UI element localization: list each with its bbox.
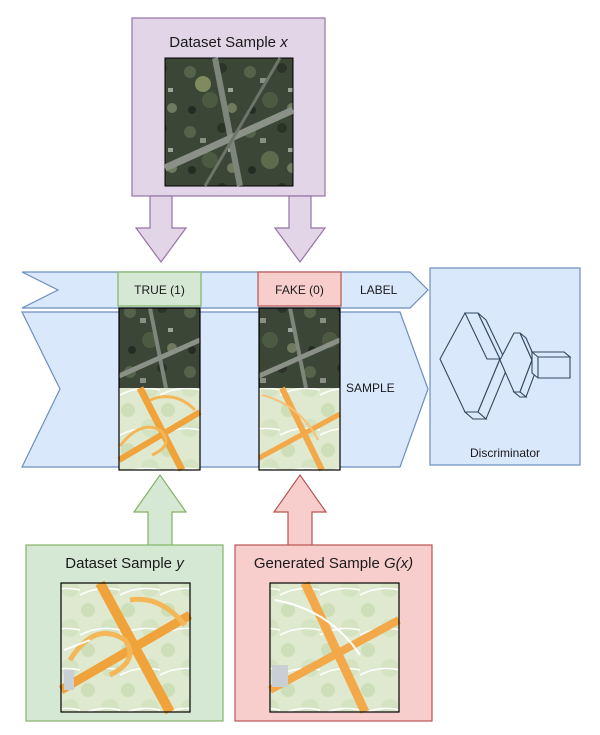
label-arrow-text: LABEL [360,283,398,297]
aerial-image-x [163,57,295,187]
true-label-box [117,271,202,307]
fake-label-box [257,271,342,307]
fake-label: FAKE (0) [275,283,324,297]
fake-pair-images [257,307,342,472]
arrow-gx-to-fake [272,473,328,547]
arrow-x-to-fake [273,195,327,264]
true-label: TRUE (1) [134,283,185,297]
discriminator-label: Discriminator [469,446,540,460]
arrow-y-to-true [132,473,188,547]
dataset-sample-y-title: Dataset Sample y [65,555,184,572]
discriminator-network-icon [439,312,572,420]
dataset-sample-x-title: Dataset Sample x [169,34,288,51]
generated-sample-title: Generated Sample G(x) [253,555,414,572]
map-image-y [58,580,193,715]
map-image-gx [268,581,401,714]
true-pair-images [117,307,202,472]
sample-arrow-text: SAMPLE [346,381,395,395]
arrow-x-to-true [134,195,188,264]
